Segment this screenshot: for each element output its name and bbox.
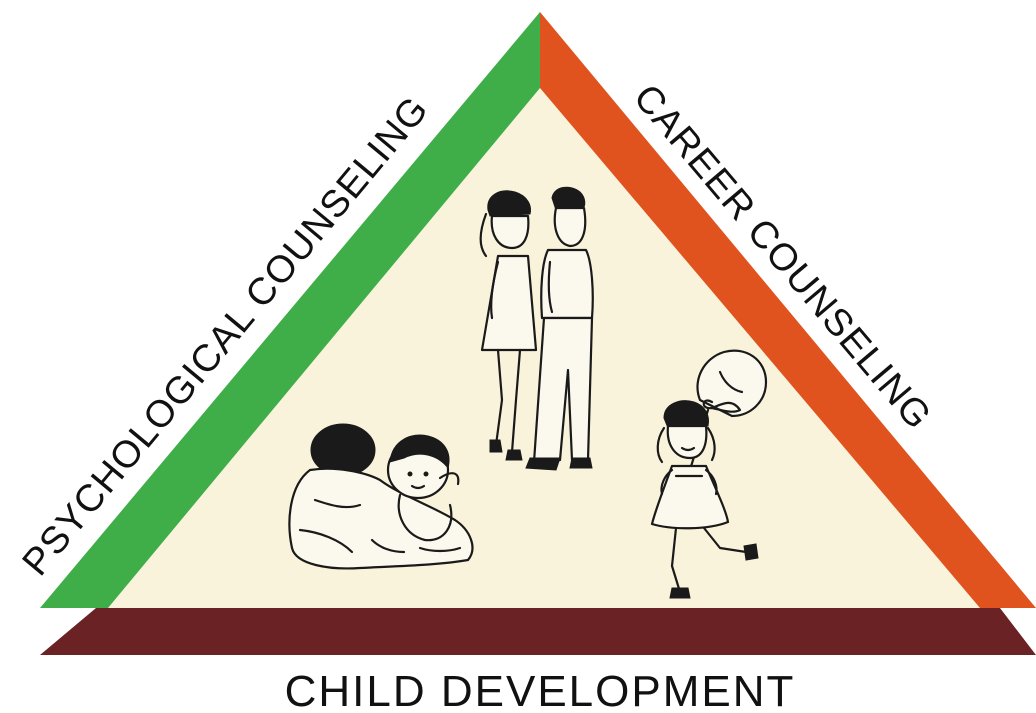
girl-with-guitar-illustration <box>650 349 768 599</box>
child-development-label: CHILD DEVELOPMENT <box>285 667 796 713</box>
child-development-base <box>40 608 1036 655</box>
mother-and-baby-illustration <box>288 423 474 570</box>
career-counseling-side <box>540 12 1036 608</box>
teen-couple-illustration <box>479 186 594 471</box>
psychological-counseling-side <box>40 12 540 608</box>
